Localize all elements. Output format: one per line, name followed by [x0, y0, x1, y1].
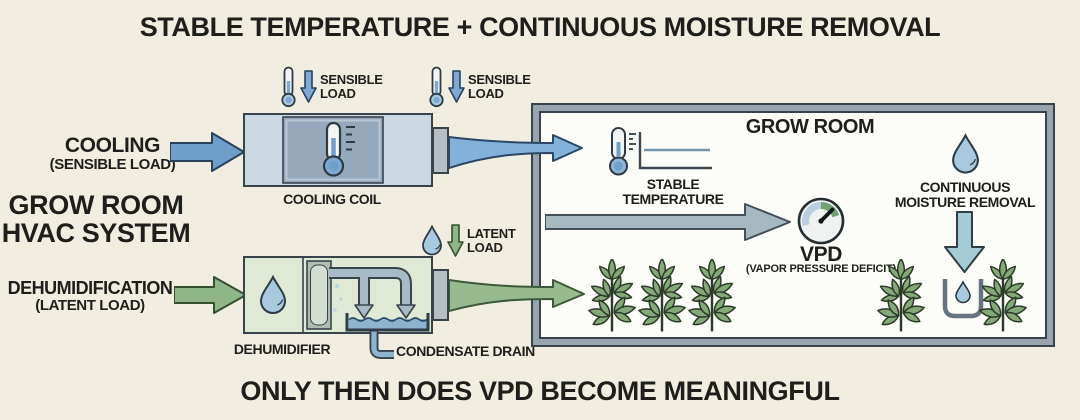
hvac-title-line1: GROW ROOM	[8, 190, 184, 220]
sensible-load-badge-top: SENSIBLE LOAD	[280, 65, 383, 109]
down-arrow-icon	[300, 70, 317, 103]
dehumidified-stream-arrow-icon	[449, 279, 585, 312]
grow-room-title: GROW ROOM	[745, 116, 875, 138]
dehumidification-label: DEHUMIDIFICATION	[7, 278, 173, 298]
latent-load-badge: LATENT LOAD	[420, 222, 521, 260]
down-arrow-icon	[448, 70, 465, 103]
droplet-icon	[422, 224, 442, 255]
vpd-label: VPD	[800, 243, 842, 266]
plant-icon	[584, 259, 640, 333]
page-title: STABLE TEMPERATURE + CONTINUOUS MOISTURE…	[139, 12, 941, 42]
vpd-gauge-icon	[797, 197, 845, 245]
cooling-coil-unit	[243, 113, 449, 187]
plant-icon	[975, 259, 1031, 333]
sensible-load-label-top: SENSIBLE LOAD	[320, 72, 383, 101]
sensible-load-label-out: SENSIBLE LOAD	[468, 72, 531, 101]
dehumidifier-unit	[243, 256, 449, 359]
hvac-title-line2: HVAC SYSTEM	[1, 218, 191, 249]
condensate-drain-label: CONDENSATE DRAIN	[396, 343, 535, 359]
hvac-system-title: GROW ROOM HVAC SYSTEM	[0, 191, 196, 247]
vpd-sublabel: (VAPOR PRESSURE DEFICIT)	[745, 263, 897, 275]
continuous-moisture-label: CONTINUOUS MOISTURE REMOVAL	[894, 179, 1036, 211]
dehumidification-sublabel: (LATENT LOAD)	[35, 296, 145, 314]
cooling-coil-label: COOLING COIL	[283, 191, 381, 207]
dehumidification-label-group: DEHUMIDIFICATION (LATENT LOAD)	[0, 279, 180, 314]
vpd-arrow-icon	[545, 203, 791, 241]
down-arrow-icon	[447, 224, 464, 257]
stable-temperature-label: STABLE TEMPERATURE	[622, 176, 724, 208]
plant-icon	[684, 259, 740, 333]
latent-load-label: LATENT LOAD	[467, 226, 516, 255]
moisture-down-arrow-icon	[944, 211, 985, 273]
cooling-sublabel: (SENSIBLE LOAD)	[49, 156, 176, 174]
cooling-stream-arrow-icon	[449, 134, 583, 169]
page-footer-title: ONLY THEN DOES VPD BECOME MEANINGFUL	[240, 376, 840, 406]
cooling-inflow-arrow-icon	[170, 132, 245, 172]
plant-icon	[634, 259, 690, 333]
moisture-droplet-icon	[952, 133, 979, 174]
dehumidification-inflow-arrow-icon	[174, 276, 247, 314]
dehumidifier-label: DEHUMIDIFIER	[233, 341, 331, 357]
thermometer-icon	[429, 66, 444, 108]
cooling-label: COOLING	[64, 134, 161, 157]
thermometer-icon	[281, 66, 296, 108]
plant-icon	[873, 259, 929, 333]
stable-temperature-icon	[609, 127, 712, 176]
sensible-load-badge-out: SENSIBLE LOAD	[428, 65, 531, 109]
cooling-label-group: COOLING (SENSIBLE LOAD)	[25, 134, 200, 174]
